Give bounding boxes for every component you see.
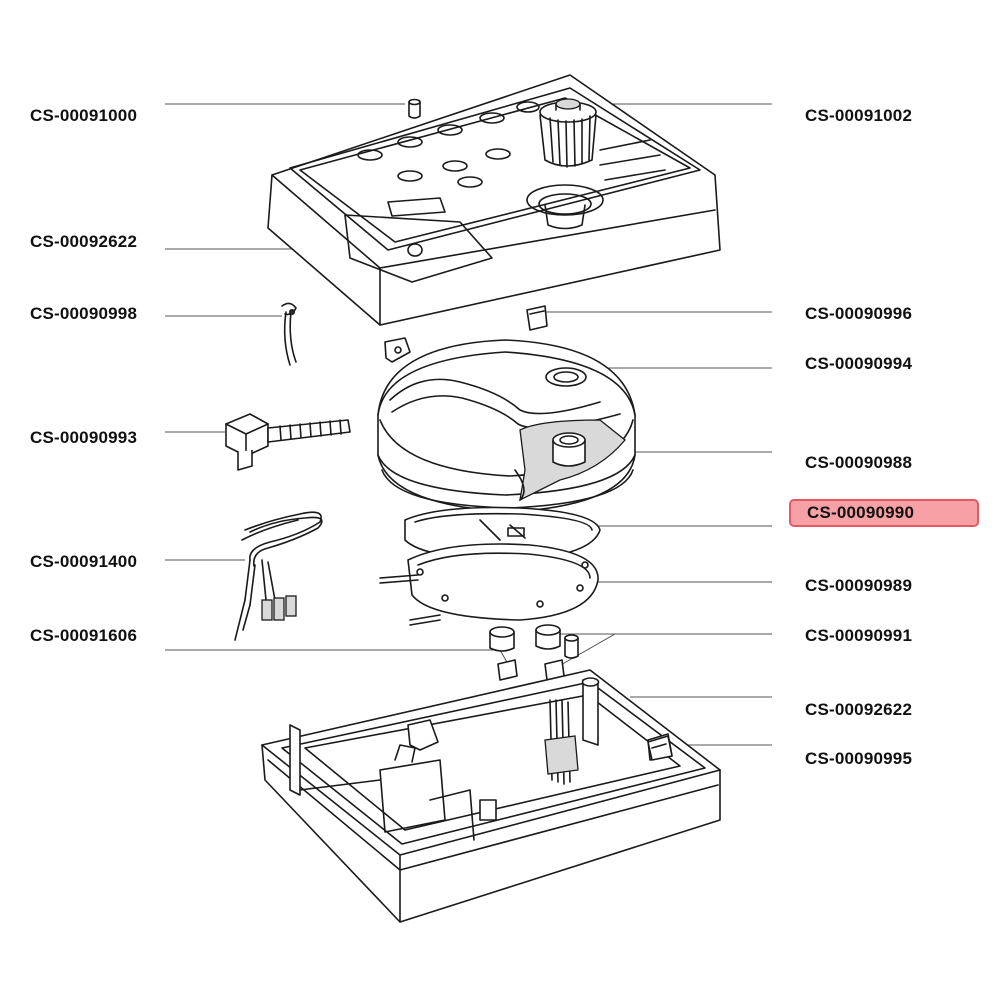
- wire-clips: [497, 659, 565, 681]
- wiring-harness: [234, 511, 323, 641]
- steam-valve: [225, 413, 351, 471]
- label-cs-00090995[interactable]: CS-00090995: [805, 749, 913, 768]
- label-cs-00090991[interactable]: CS-00090991: [805, 626, 913, 645]
- base-tray: [261, 669, 721, 923]
- base-foot-clip: [647, 735, 673, 761]
- label-cs-00090993[interactable]: CS-00090993: [30, 428, 138, 447]
- label-cs-00090994[interactable]: CS-00090994: [805, 354, 913, 373]
- top-cover: [267, 74, 721, 326]
- label-cs-00091606[interactable]: CS-00091606: [30, 626, 138, 645]
- label-cs-00090990-selected[interactable]: CS-00090990: [789, 499, 979, 527]
- label-cs-00090998[interactable]: CS-00090998: [30, 304, 138, 323]
- knob: [539, 98, 597, 168]
- label-cs-00090989[interactable]: CS-00090989: [805, 576, 913, 595]
- label-cs-00090988[interactable]: CS-00090988: [805, 453, 913, 472]
- label-cs-00091400[interactable]: CS-00091400: [30, 552, 138, 571]
- boiler-tank: [377, 339, 636, 513]
- thermostats: [489, 624, 579, 659]
- label-cs-00092622-bottom[interactable]: CS-00092622: [805, 700, 913, 719]
- tank-bracket: [384, 337, 411, 363]
- label-cs-00091000[interactable]: CS-00091000: [30, 106, 138, 125]
- thermal-fuse-wire: [281, 302, 297, 366]
- label-cs-00092622-top[interactable]: CS-00092622: [30, 232, 138, 251]
- cover-clip: [526, 305, 548, 331]
- heating-plate: [379, 543, 599, 626]
- label-cs-00090996[interactable]: CS-00090996: [805, 304, 913, 323]
- label-cs-00091002[interactable]: CS-00091002: [805, 106, 913, 125]
- light-pin: [408, 98, 421, 119]
